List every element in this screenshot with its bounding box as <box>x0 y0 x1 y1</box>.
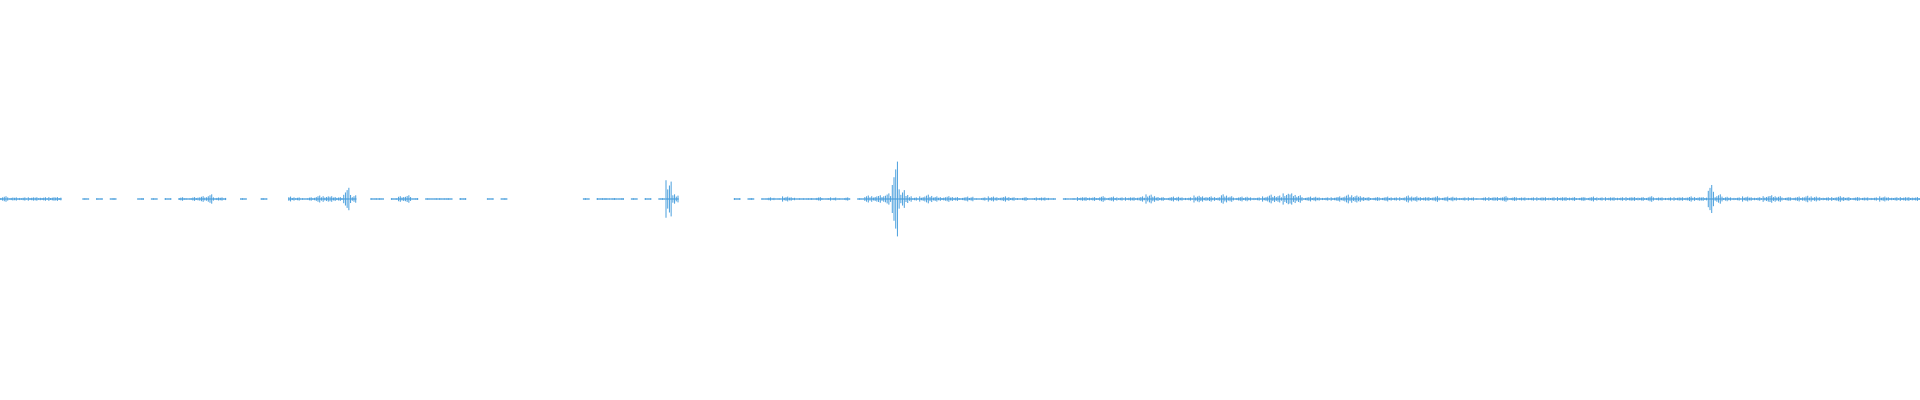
audio-waveform[interactable] <box>0 0 1920 400</box>
waveform-graphic[interactable] <box>0 0 1920 400</box>
